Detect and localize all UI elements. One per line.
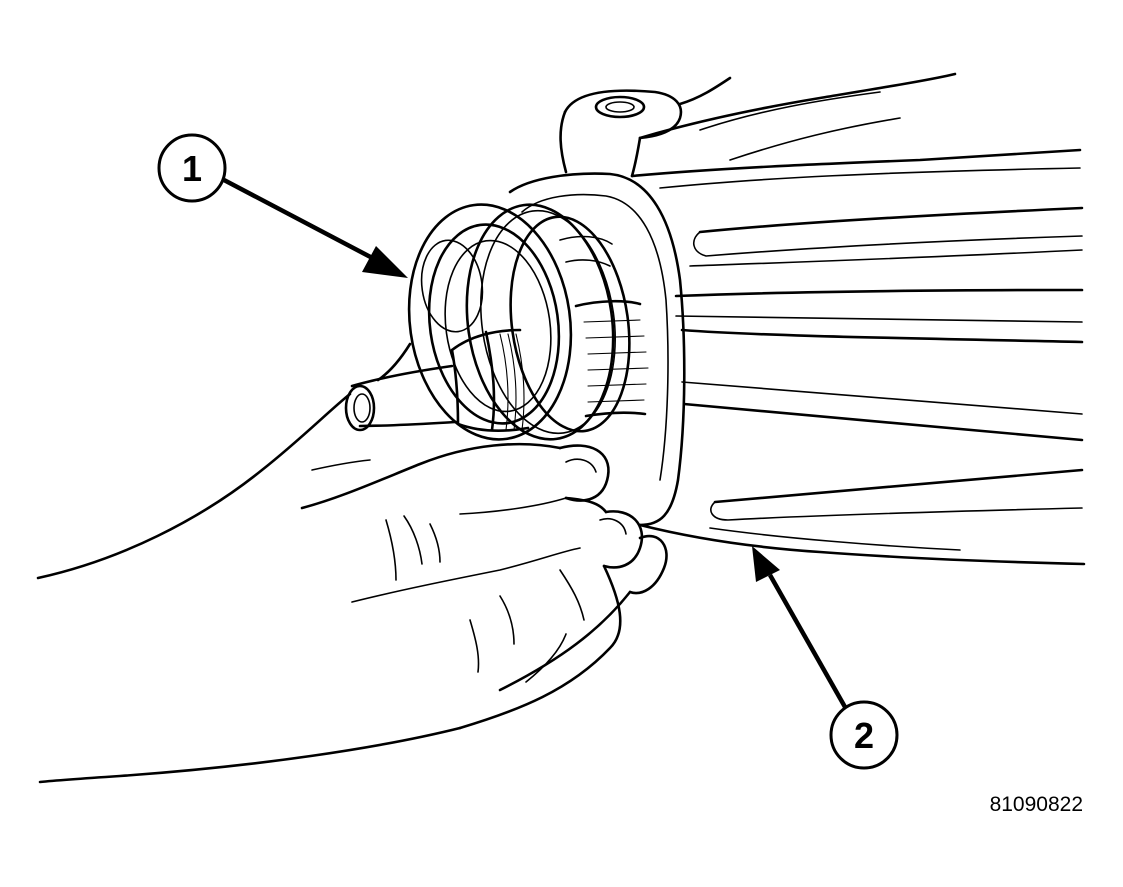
callout-1-label: 1 — [182, 148, 202, 189]
callout-1: 1 — [157, 133, 408, 278]
callout-1-leader-arrow — [222, 178, 382, 264]
axle-seal — [407, 203, 631, 441]
callout-1-circle — [157, 133, 227, 203]
drive-shaft — [344, 235, 649, 432]
callout-2-leader-arrow — [768, 573, 847, 709]
callout-2: 2 — [752, 546, 899, 770]
callout-2-circle — [829, 700, 899, 770]
callout-2-label: 2 — [854, 715, 874, 756]
steering-knuckle — [508, 72, 1086, 566]
callout-1-arrowhead — [362, 246, 408, 278]
figure-id: 81090822 — [990, 793, 1083, 816]
callout-2-arrowhead — [752, 546, 780, 582]
technician-hands — [36, 342, 668, 784]
